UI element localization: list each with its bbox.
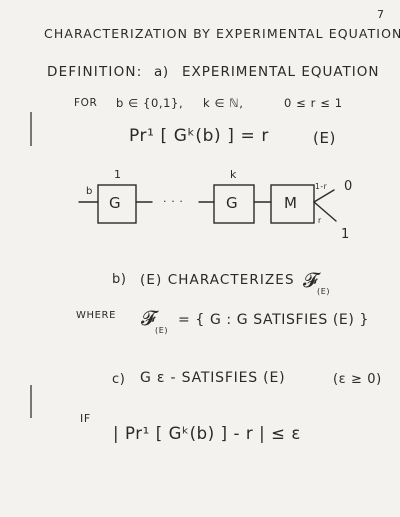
condition-b: b ∈ {0,1}, [116,96,184,110]
output-top-value: 0 [344,179,353,194]
definition-part-a-text: EXPERIMENTAL EQUATION [182,64,380,80]
input-label: b [86,186,93,197]
where-set-definition: = { G : G SATISFIES (E) } [178,312,369,328]
machine-box [270,184,315,224]
diagram-ellipsis: · · · [163,195,184,208]
part-b-family-symbol: 𝓕 [303,268,319,292]
condition-k: k ∈ ℕ, [203,96,244,110]
equation-tag: (E) [313,129,336,147]
page-title: CHARACTERIZATION BY EXPERIMENTAL EQUATIO… [44,26,400,41]
experimental-equation: Pr¹ [ Gᵏ(b) ] = r [129,126,269,146]
output-bottom-wire [313,201,337,222]
definition-heading: DEFINITION: [47,64,143,80]
last-box-label: G [226,194,239,212]
page-number: 7 [377,8,385,21]
output-top-wire [313,189,335,203]
output-bottom-prob: r [318,216,322,225]
if-inequality: | Pr¹ [ Gᵏ(b) ] - r | ≤ ε [113,424,301,443]
part-b-text: (E) CHARACTERIZES [140,272,295,288]
for-label: FOR [74,97,98,109]
machine-box-label: M [284,194,298,212]
part-c-text: G ε - SATISFIES (E) [140,370,286,386]
part-c-condition: (ε ≥ 0) [333,372,382,387]
where-label: WHERE [76,310,116,321]
part-b-family-subscript: (E) [317,287,331,296]
last-box-index: k [230,168,237,181]
where-family-symbol: 𝓕 [141,306,157,330]
binder-mark-bottom [30,385,32,418]
binder-mark-top [30,112,32,146]
last-g-box [213,184,255,224]
part-b-label: b) [112,272,127,287]
first-box-index: 1 [114,168,122,181]
first-box-label: G [109,194,122,212]
output-top-prob: 1-r [315,182,328,191]
if-label: IF [80,412,91,425]
output-bottom-value: 1 [341,227,350,242]
where-family-subscript: (E) [155,326,169,335]
condition-r: 0 ≤ r ≤ 1 [284,96,343,110]
definition-part-a-label: a) [154,64,169,80]
part-c-label: c) [112,372,126,387]
first-g-box [97,184,137,224]
